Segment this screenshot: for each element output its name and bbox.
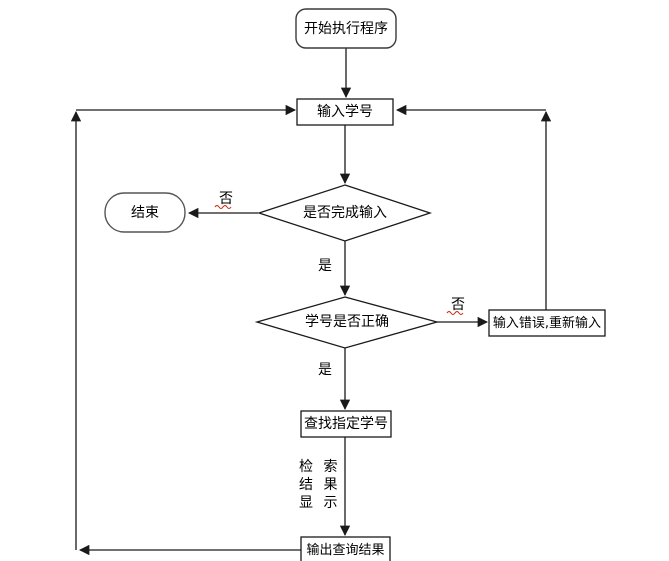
output-node-label: 输出查询结果 (306, 543, 385, 558)
check-complete-label: 是否完成输入 (303, 205, 387, 221)
input-node-label: 输入学号 (317, 104, 373, 120)
check-complete-diamond (256, 184, 433, 242)
output-node-shape (300, 536, 391, 561)
start-node-shape (295, 8, 397, 49)
check-correct-label: 学号是否正确 (305, 314, 389, 330)
error-node-label: 输入错误,重新输入 (492, 316, 602, 331)
end-node-label: 结束 (131, 205, 159, 221)
edge-label-retrieve-3: 显 示 (299, 495, 341, 511)
start-node-label: 开始执行程序 (304, 21, 388, 37)
error-node-shape (488, 309, 606, 337)
find-node-shape (300, 410, 392, 438)
squiggle-under-no-right (446, 311, 464, 315)
edge-label-no-correct: 否 (451, 297, 465, 313)
find-node-label: 查找指定学号 (304, 416, 388, 432)
squiggle-under-no-left (214, 205, 232, 209)
edge-label-retrieve-2: 结 果 (299, 477, 341, 493)
input-node-shape (296, 98, 394, 126)
check-correct-diamond (254, 296, 440, 349)
edge-label-retrieve-1: 检 索 (299, 459, 341, 475)
edge-label-yes-complete: 是 (318, 258, 332, 274)
edge-label-yes-correct: 是 (318, 362, 332, 378)
end-node-shape (104, 192, 186, 233)
edge-label-no-complete: 否 (219, 191, 233, 207)
